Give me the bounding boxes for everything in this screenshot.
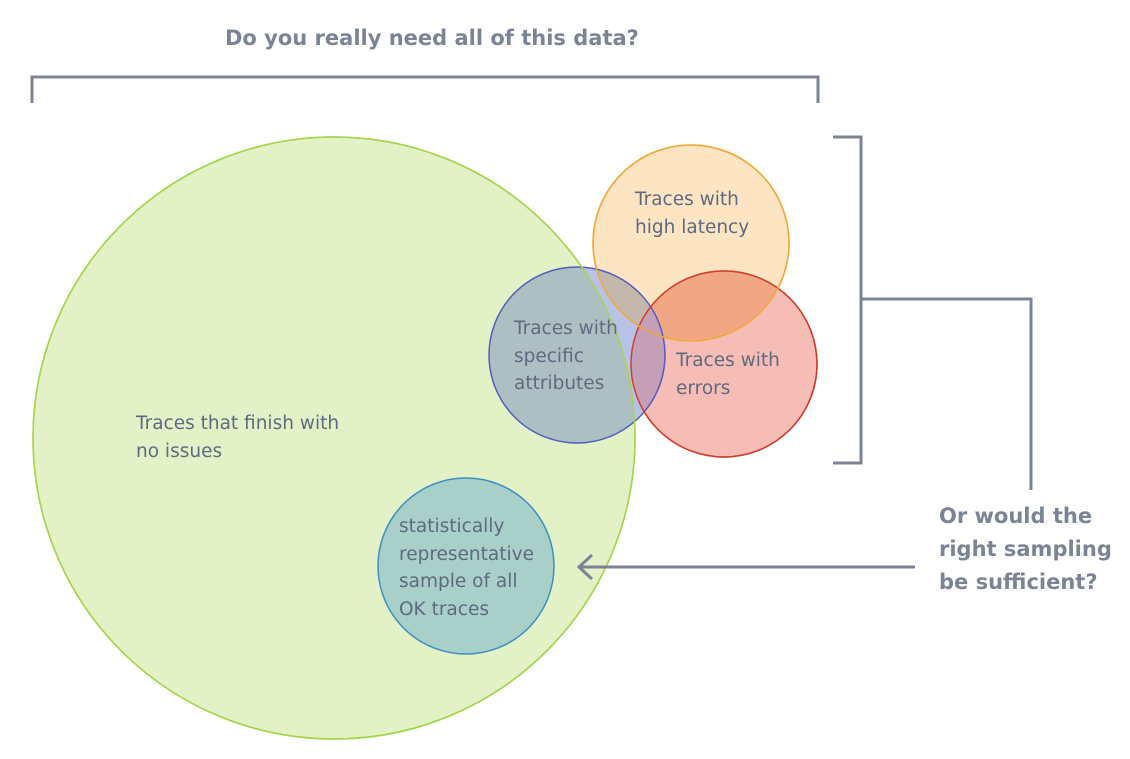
side-question-line: Or would the [939,504,1093,528]
ok-traces-label: Traces that finish with no issues [136,410,339,465]
label-line: representative [399,543,534,565]
ok-traces-circle-outline [32,136,636,740]
top-question: Do you really need all of this data? [225,26,639,50]
side-question-line: right sampling [939,537,1112,561]
sample-label: statistically representative sample of a… [399,513,534,623]
label-line: OK traces [399,598,489,620]
label-line: high latency [635,216,750,238]
right-bracket [833,135,863,465]
latency-circle-outline [592,144,790,342]
errors-circle-outline [630,270,818,458]
side-question-line: be sufficient? [939,570,1098,594]
bracket-connector [861,297,1033,490]
label-line: statistically [399,516,505,537]
label-line: Traces with [635,189,739,210]
label-line: no issues [136,440,223,462]
label-line: errors [676,377,731,399]
top-bracket [30,75,820,103]
label-line: Traces with [514,318,618,339]
arrow-head-icon [576,553,594,581]
attributes-circle-outline [488,266,666,444]
label-line: sample of all [399,571,518,592]
label-line: attributes [514,373,605,394]
label-line: Traces that finish with [136,413,340,434]
latency-label: Traces with high latency [635,186,749,241]
attributes-label: Traces with specific attributes [514,315,618,398]
errors-label: Traces with errors [676,347,780,402]
side-question: Or would the right sampling be sufficien… [939,500,1129,599]
sample-circle [377,477,555,655]
label-line: specific [514,345,584,367]
label-line: Traces with [676,350,780,371]
